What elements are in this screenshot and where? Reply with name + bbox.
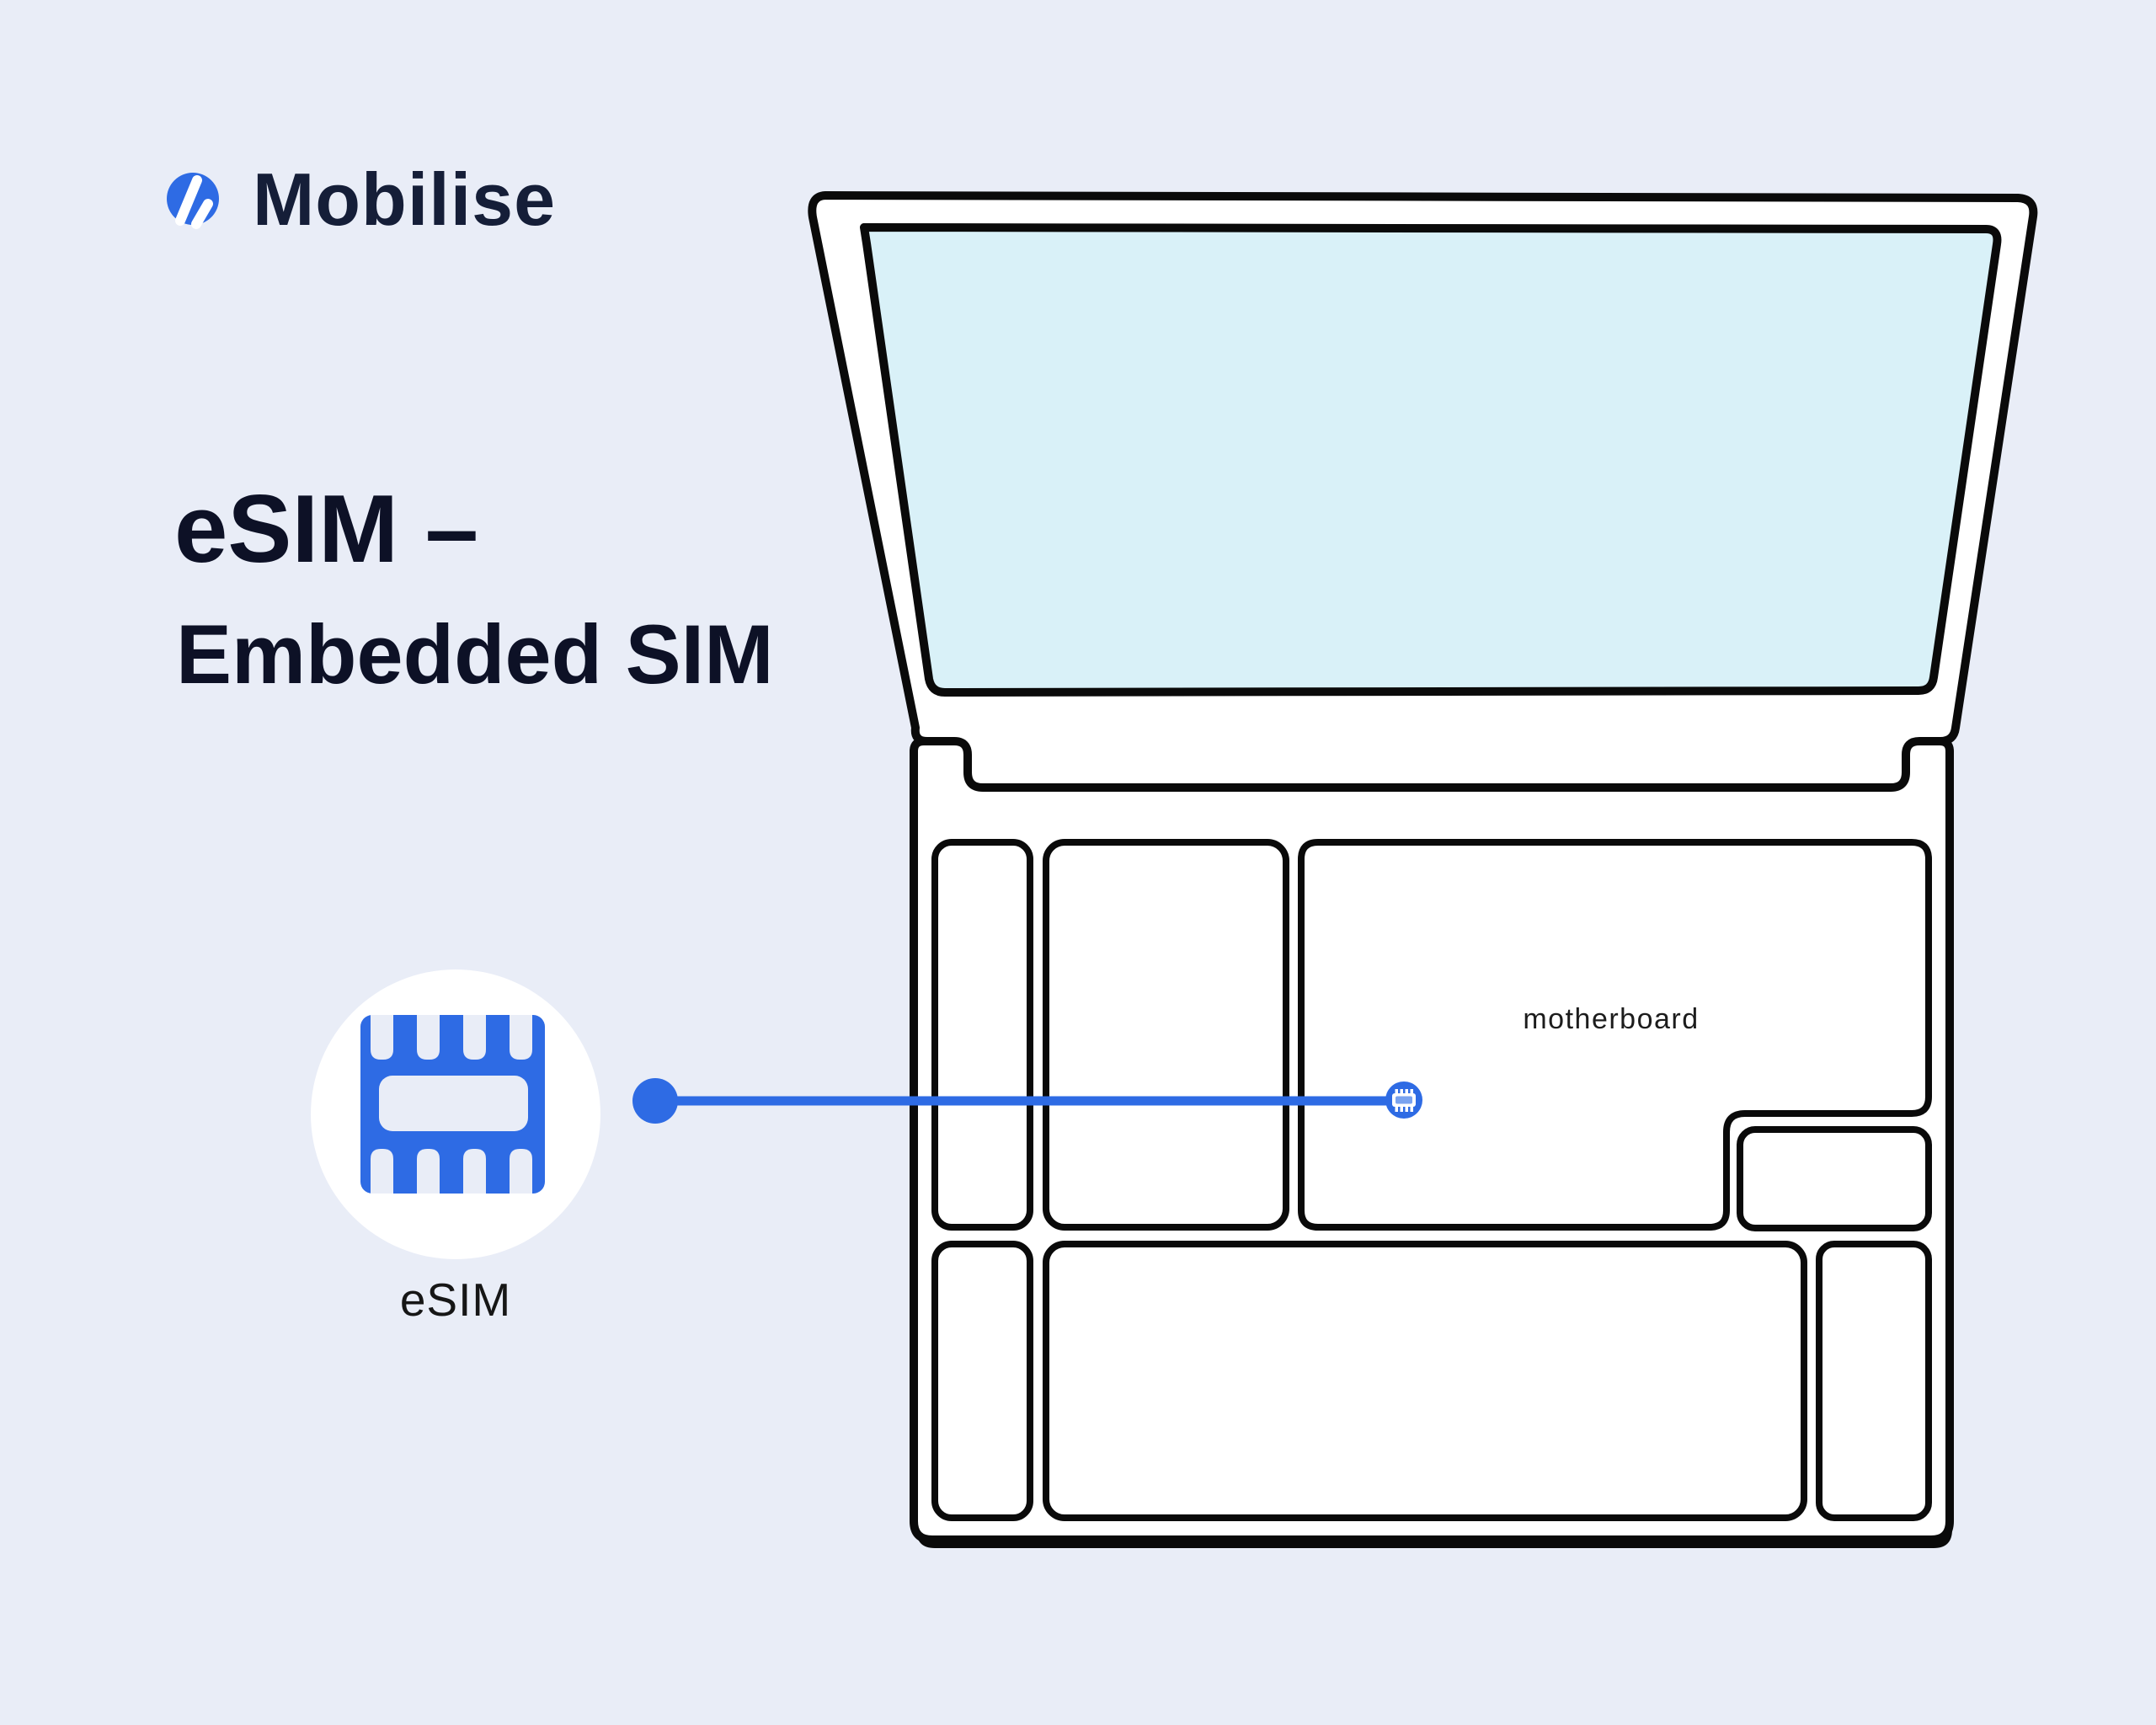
esim-label: eSIM [399,1274,512,1326]
motherboard-region [1298,839,1932,1231]
page-title-line1: eSIM – [174,476,479,583]
page-title-line2: Embedded SIM [176,607,774,701]
motherboard-label: motherboard [1523,1003,1700,1035]
mobilise-logo-icon [167,173,219,229]
component-box-top-middle [1043,839,1289,1231]
connector-dot [632,1078,678,1124]
logo-slash-short [191,199,213,229]
component-box-top-left [931,839,1033,1231]
brand-text: Mobilise [253,158,557,241]
logo-slash-long [175,175,202,226]
component-box-notch [1737,1126,1932,1231]
esim-marker-chip-icon [1385,1081,1422,1119]
connector [632,1078,1422,1124]
component-box-bottom-left [931,1241,1033,1521]
laptop-screen [860,223,2002,697]
esim-badge [311,969,600,1259]
esim-chip-icon [360,1015,545,1194]
component-box-bottom-right [1816,1241,1932,1521]
component-box-battery [1043,1241,1807,1521]
